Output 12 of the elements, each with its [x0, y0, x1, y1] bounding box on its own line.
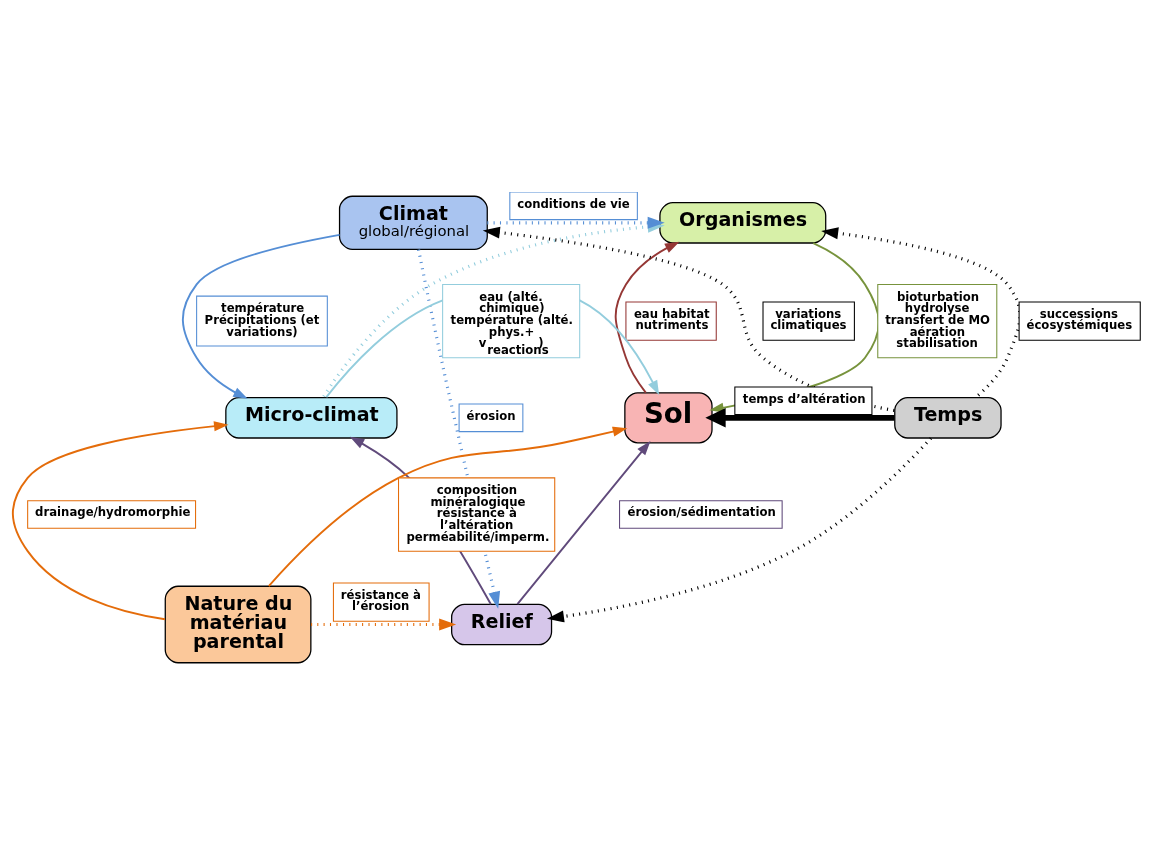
edge-label: temps d’altération	[742, 391, 866, 406]
edge-label: successions écosystémiques	[1026, 306, 1133, 333]
edge-label: température Précipitations (et variations)	[204, 301, 320, 339]
edge-label: drainage/hydromorphie	[35, 505, 191, 520]
edge-label: variations climatiques	[770, 306, 847, 333]
edge-label: érosion/sédimentation	[627, 505, 776, 520]
edge-label: érosion	[466, 408, 516, 423]
edge-label: bioturbation hydrolyse transfert de MO aération stabilisation	[885, 289, 990, 351]
edge-label: composition minéralogique résistance à l’altération perméabilité/imperm.	[406, 483, 550, 544]
edge-label: eau habitat nutriments	[633, 306, 710, 333]
edge-label: conditions de vie	[517, 196, 630, 211]
edge-label: résistance à l’érosion	[340, 587, 421, 614]
